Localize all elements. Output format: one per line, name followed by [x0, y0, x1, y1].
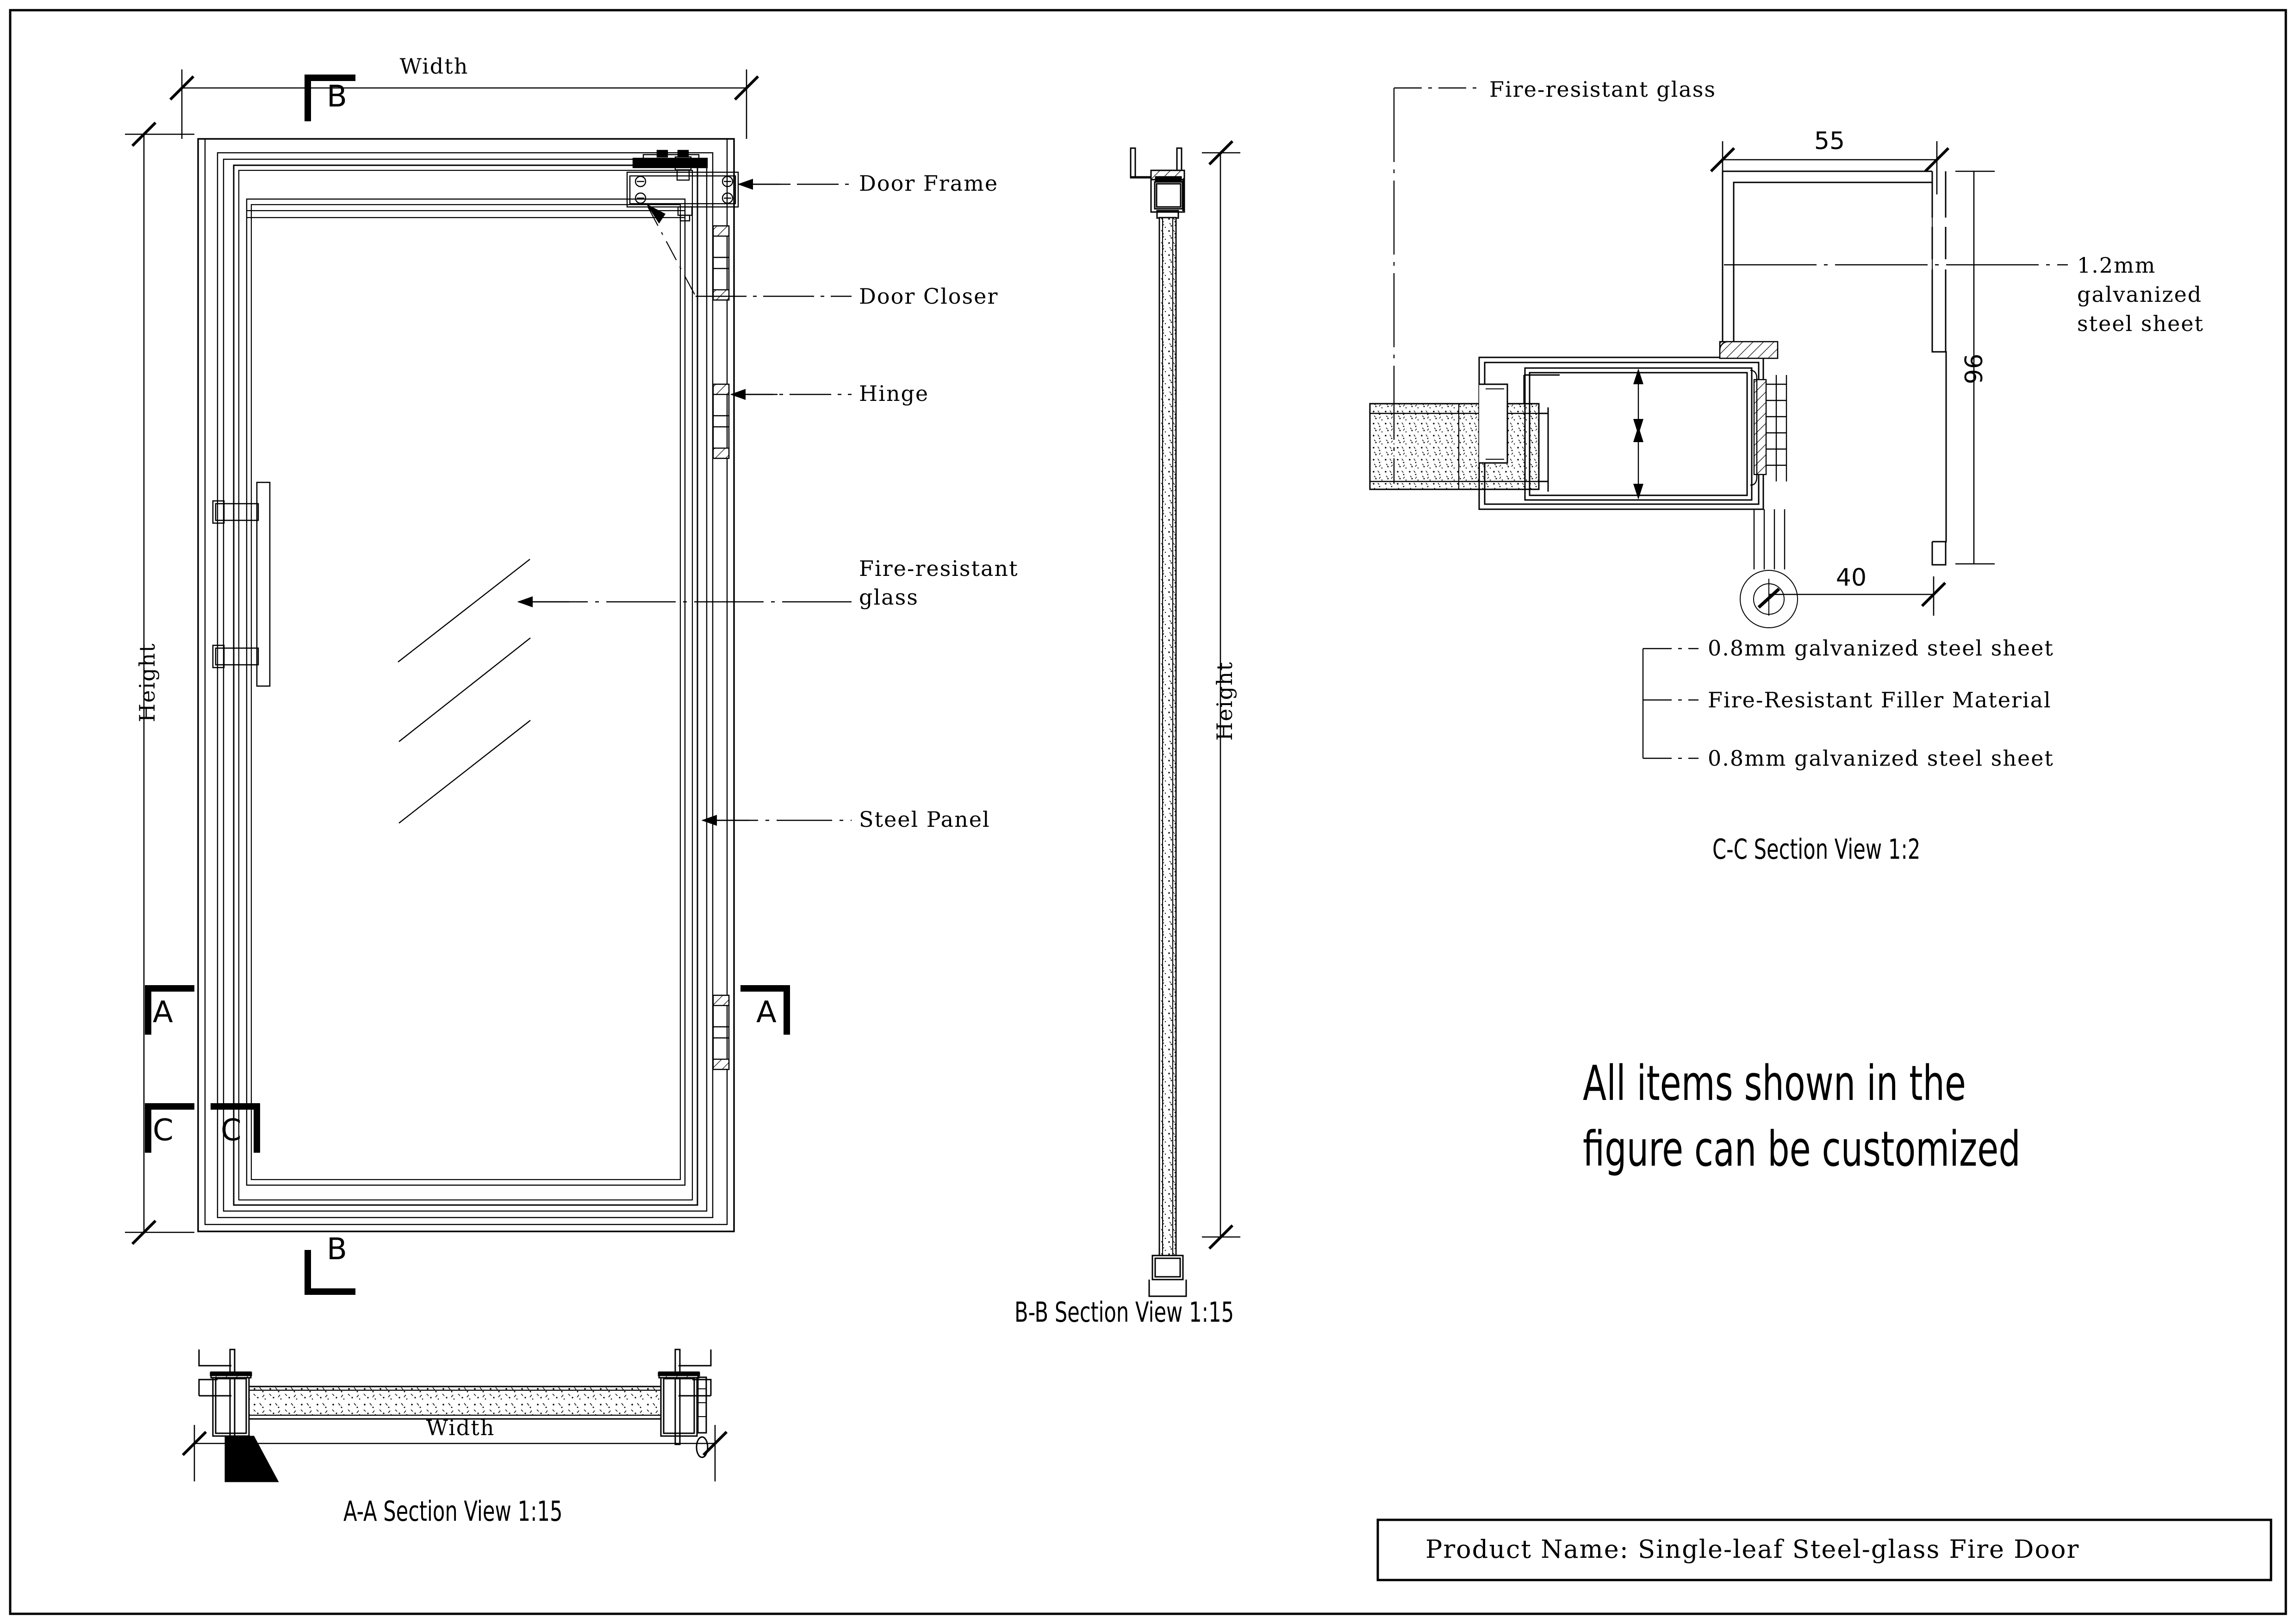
section-mark-c-left: C — [153, 1113, 174, 1148]
callout-door-closer: Door Closer — [859, 284, 999, 309]
cc-callout-12mm-line1: 1.2mm — [2077, 253, 2156, 278]
customization-notice-line1: All items shown in the — [1583, 1055, 1966, 1112]
section-mark-b-top: B — [327, 80, 347, 114]
cc-callout-fire-resistant-glass: Fire-resistant glass — [1489, 77, 1716, 102]
section-mark-a-left: A — [153, 995, 173, 1030]
cc-section-title: C-C Section View 1:2 — [1712, 833, 1921, 866]
bb-height-label: Height — [1212, 661, 1237, 741]
callout-hinge: Hinge — [859, 381, 929, 406]
callout-steel-panel: Steel Panel — [859, 807, 990, 832]
customization-notice-line2: figure can be customized — [1583, 1121, 2021, 1177]
cc-callout-12mm-line2: galvanized — [2077, 282, 2203, 307]
section-mark-c-right: C — [221, 1113, 242, 1148]
elevation-height-label: Height — [135, 643, 160, 722]
section-mark-a-right: A — [756, 995, 777, 1030]
elevation-width-label: Width — [399, 54, 469, 79]
cc-dimension-96: 96 — [1960, 353, 1988, 384]
callout-fire-resistant-glass-line1: Fire-resistant — [859, 556, 1019, 581]
cc-callout-filler-material: Fire-Resistant Filler Material — [1708, 687, 2052, 712]
aa-section-title: A-A Section View 1:15 — [343, 1495, 563, 1528]
cc-callout-08mm-top: 0.8mm galvanized steel sheet — [1708, 636, 2054, 661]
cc-callout-08mm-bottom: 0.8mm galvanized steel sheet — [1708, 746, 2054, 771]
callout-fire-resistant-glass-line2: glass — [859, 585, 919, 610]
bb-section-title: B-B Section View 1:15 — [1014, 1296, 1234, 1329]
section-mark-b-bottom: B — [327, 1232, 347, 1267]
callout-door-frame: Door Frame — [859, 171, 999, 196]
cc-dimension-40: 40 — [1836, 564, 1867, 592]
aa-width-label: Width — [426, 1415, 495, 1440]
cc-dimension-55: 55 — [1814, 127, 1845, 155]
title-block-product-name: Product Name: Single-leaf Steel-glass Fi… — [1425, 1535, 2080, 1564]
cc-callout-12mm-line3: steel sheet — [2077, 311, 2204, 336]
